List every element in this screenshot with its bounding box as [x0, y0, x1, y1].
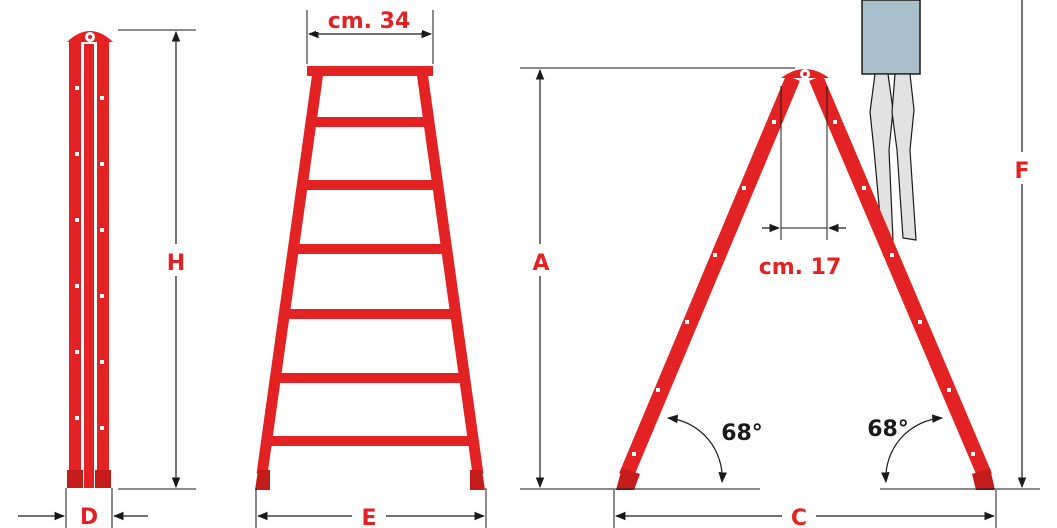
folded-rail-right	[97, 40, 109, 488]
folded-rivets	[75, 86, 104, 430]
front-steps	[266, 117, 474, 446]
person-leg-right	[891, 73, 917, 241]
base-depth-label-c: C	[791, 506, 807, 528]
front-foot-right	[470, 470, 485, 490]
top-width-label: cm. 34	[328, 9, 411, 34]
person-leg-left	[869, 73, 894, 241]
side-rail-front	[619, 75, 800, 479]
depth-label-d: D	[80, 505, 98, 528]
folded-foot-right	[95, 470, 111, 488]
folded-ladder: H D	[18, 29, 196, 528]
person-pants	[861, 0, 921, 75]
front-rail-right	[416, 71, 484, 475]
folded-rail-left	[69, 40, 81, 488]
front-ladder: cm. 34 E	[255, 6, 487, 528]
folded-rail-mid	[84, 44, 94, 488]
height-label-h: H	[167, 251, 185, 276]
right-angle-label: 68°	[867, 417, 909, 442]
front-rail-left	[256, 71, 324, 475]
side-rivets	[632, 120, 975, 456]
side-ladder: A F cm. 17 68° 68° C	[520, 0, 1040, 528]
side-foot-front	[616, 468, 640, 490]
side-rail-back	[809, 75, 992, 479]
side-foot-back	[972, 468, 995, 490]
front-foot-left	[255, 470, 270, 490]
left-angle-arc	[666, 414, 727, 484]
folded-foot-left	[67, 470, 83, 488]
reach-label-f: F	[1014, 159, 1029, 184]
base-width-label-e: E	[361, 506, 376, 528]
right-angle-arc	[881, 414, 944, 484]
height-label-a: A	[532, 251, 549, 276]
top-gap-label: cm. 17	[759, 255, 842, 280]
front-top-platform	[307, 66, 433, 76]
left-angle-label: 68°	[721, 421, 763, 446]
